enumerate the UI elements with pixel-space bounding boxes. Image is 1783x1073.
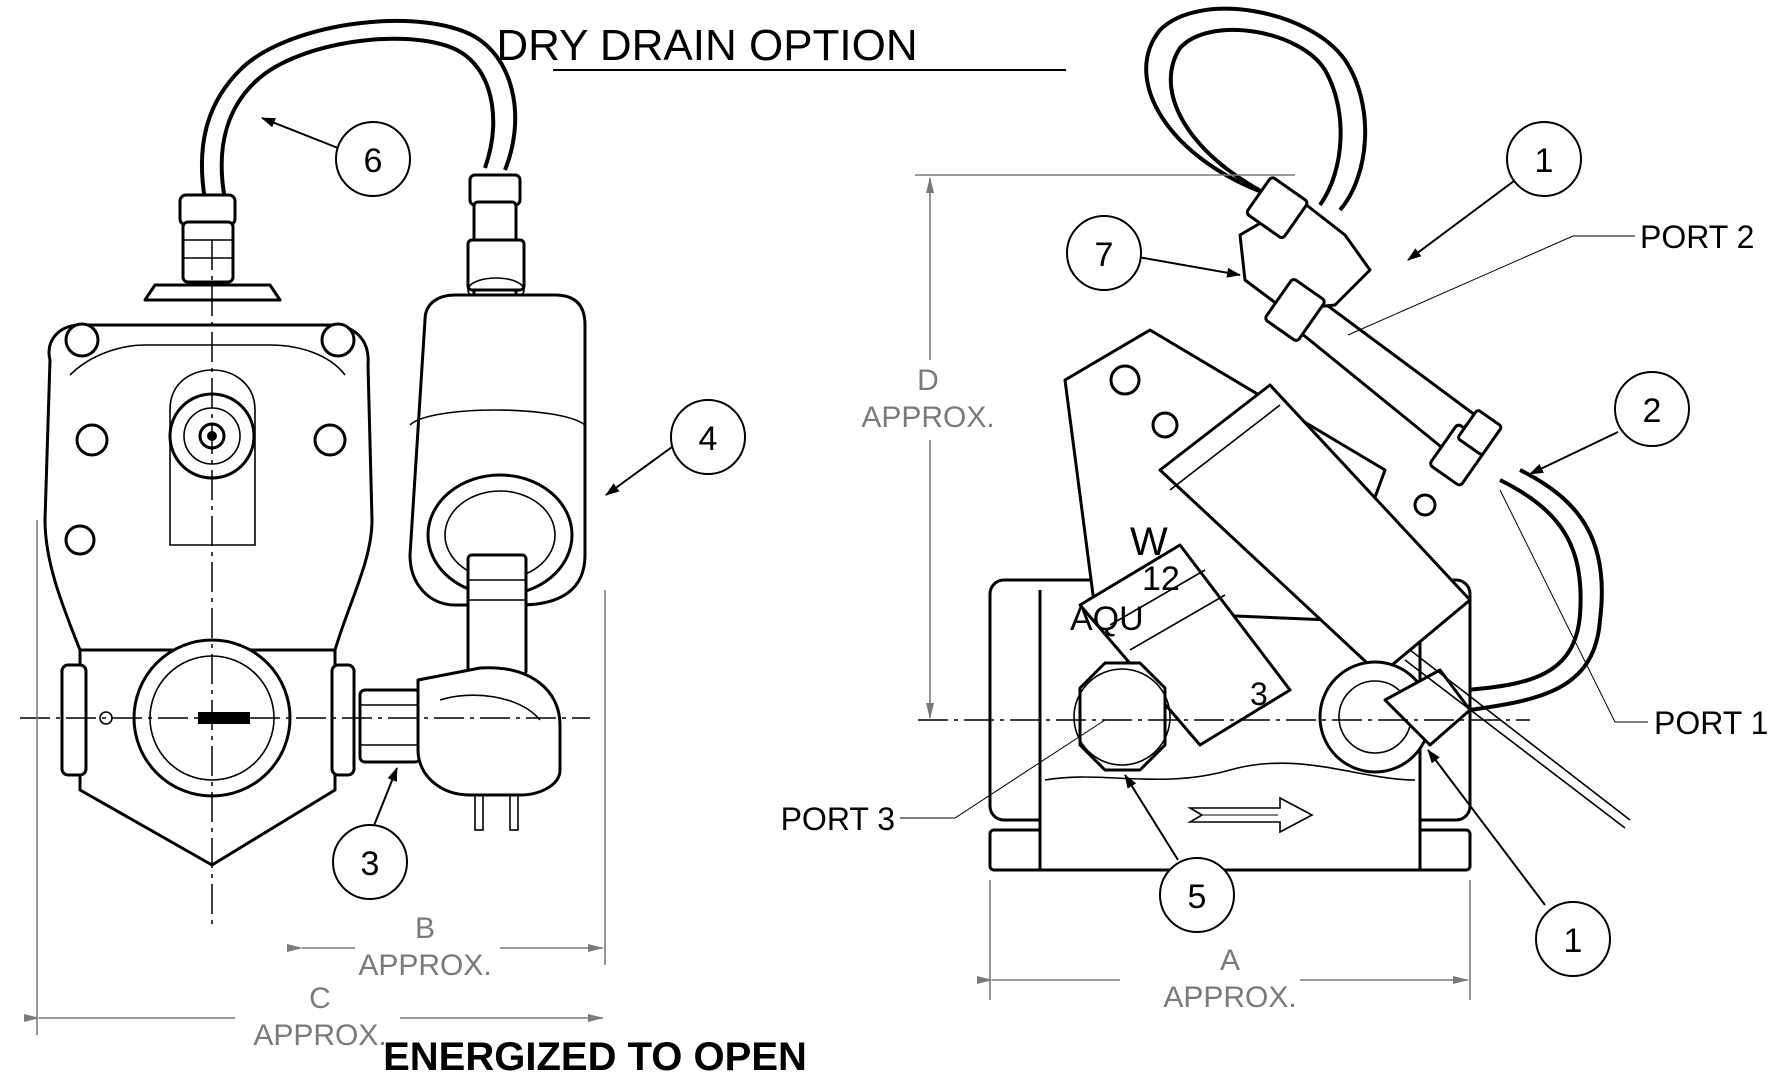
balloon-1-top-label: 1 xyxy=(1535,142,1554,180)
casting-mark-w: W xyxy=(1130,520,1168,564)
port-labels: PORT 2 PORT 1 PORT 3 xyxy=(781,219,1769,837)
right-side-view: W 12 AQU 3 xyxy=(918,6,1631,872)
dim-b-letter: B xyxy=(415,912,435,945)
casting-mark-aqu: AQU xyxy=(1070,600,1144,638)
balloon-2-label: 2 xyxy=(1643,392,1662,430)
balloon-1-bottom xyxy=(1535,901,1611,977)
balloon-7-label: 7 xyxy=(1095,236,1114,274)
balloon-5-label: 5 xyxy=(1188,878,1207,916)
dim-b-note: APPROX. xyxy=(358,949,491,982)
dim-a-letter: A xyxy=(1220,944,1240,977)
balloon-4-label: 4 xyxy=(699,420,718,458)
balloon-6 xyxy=(335,121,411,197)
balloon-7 xyxy=(1066,215,1142,291)
balloon-3 xyxy=(332,824,408,900)
casting-mark-12: 12 xyxy=(1142,560,1180,598)
callouts: 6 4 3 7 1 2 5 1 xyxy=(261,117,1690,977)
fitting-3 xyxy=(358,688,422,764)
tube-loop-top xyxy=(1144,6,1368,212)
balloon-5 xyxy=(1159,857,1235,933)
balloon-3-label: 3 xyxy=(361,845,380,883)
dim-d-note: APPROX. xyxy=(861,401,994,434)
balloon-1-top xyxy=(1506,121,1582,197)
flow-direction-arrow xyxy=(1187,796,1314,834)
drawing-title: DRY DRAIN OPTION xyxy=(496,21,917,70)
dim-d-letter: D xyxy=(917,364,939,397)
left-end-view xyxy=(20,18,590,930)
port-2-label: PORT 2 xyxy=(1640,219,1754,255)
balloon-6-label: 6 xyxy=(364,142,383,180)
balloon-4 xyxy=(670,399,746,475)
dim-c-note: APPROX. xyxy=(253,1019,386,1052)
port-3-label: PORT 3 xyxy=(781,801,895,837)
dimensions: B APPROX. C APPROX. A APPROX. D APPROX. xyxy=(24,174,1471,1052)
drain-tube xyxy=(199,18,518,201)
port-3-mark: 3 xyxy=(1250,676,1268,712)
port-3-fitting xyxy=(1078,661,1167,772)
valve-bonnet xyxy=(43,323,374,652)
port-1-label: PORT 1 xyxy=(1654,705,1768,741)
dim-c-letter: C xyxy=(309,982,331,1015)
solenoid-wire xyxy=(1409,649,1631,821)
balloon-1-bottom-label: 1 xyxy=(1564,922,1583,960)
drawing-subtitle: ENERGIZED TO OPEN xyxy=(383,1035,807,1073)
balloon-2 xyxy=(1614,371,1690,447)
dim-a-note: APPROX. xyxy=(1163,981,1296,1014)
solenoid-box xyxy=(1158,383,1472,677)
